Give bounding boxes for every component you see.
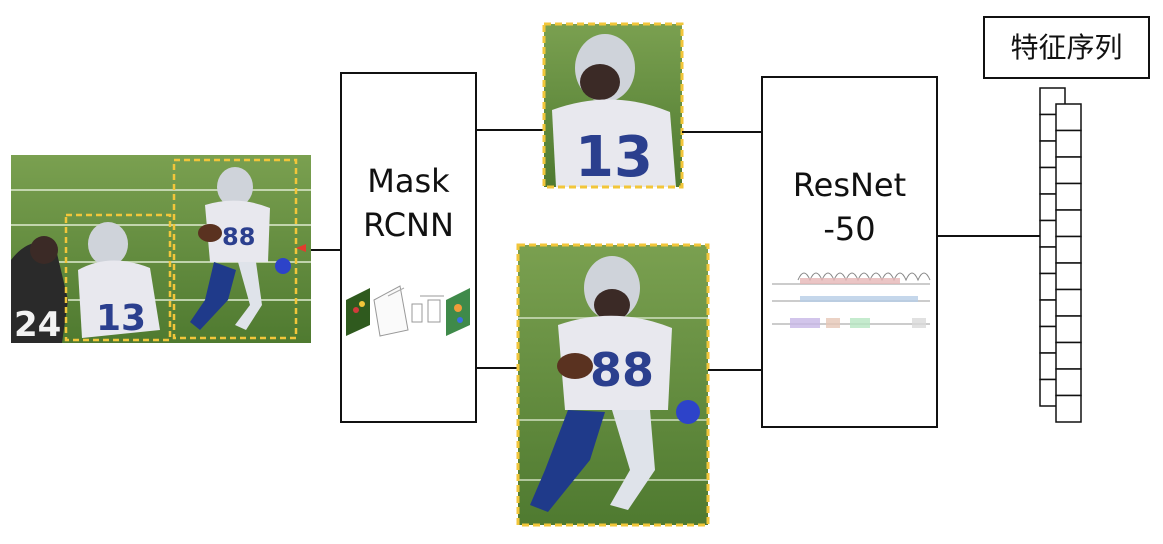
feature-cell <box>1055 156 1082 185</box>
feature-cell <box>1055 394 1082 423</box>
svg-text:24: 24 <box>14 305 61 345</box>
feature-stack <box>1039 87 1082 423</box>
mask-rcnn-label-line2: RCNN <box>363 206 454 244</box>
feature-cell <box>1055 129 1082 158</box>
input-image: 24 13 88 <box>11 155 311 345</box>
resnet-label-line2: -50 <box>823 210 876 248</box>
feature-cell <box>1055 209 1082 238</box>
crop-bottom-image: 88 <box>516 243 710 527</box>
svg-text:13: 13 <box>96 298 146 339</box>
feature-cell <box>1055 368 1082 397</box>
svg-text:88: 88 <box>590 343 654 397</box>
crop-top-image: 13 <box>542 22 684 190</box>
feature-cell <box>1055 262 1082 291</box>
feature-cell <box>1055 315 1082 344</box>
svg-text:13: 13 <box>575 125 653 190</box>
resnet-architecture-thumbnail <box>772 272 931 328</box>
feature-cell <box>1055 288 1082 317</box>
feature-cell <box>1055 182 1082 211</box>
feature-cell <box>1055 341 1082 370</box>
feature-cell <box>1055 103 1082 132</box>
mask-rcnn-label-line1: Mask <box>367 162 450 200</box>
mask-rcnn-architecture-thumbnail <box>346 285 470 337</box>
svg-text:88: 88 <box>222 223 255 251</box>
resnet-label-line1: ResNet <box>792 166 907 204</box>
feature-sequence-label: 特征序列 <box>1010 31 1123 64</box>
feature-cell <box>1055 235 1082 264</box>
